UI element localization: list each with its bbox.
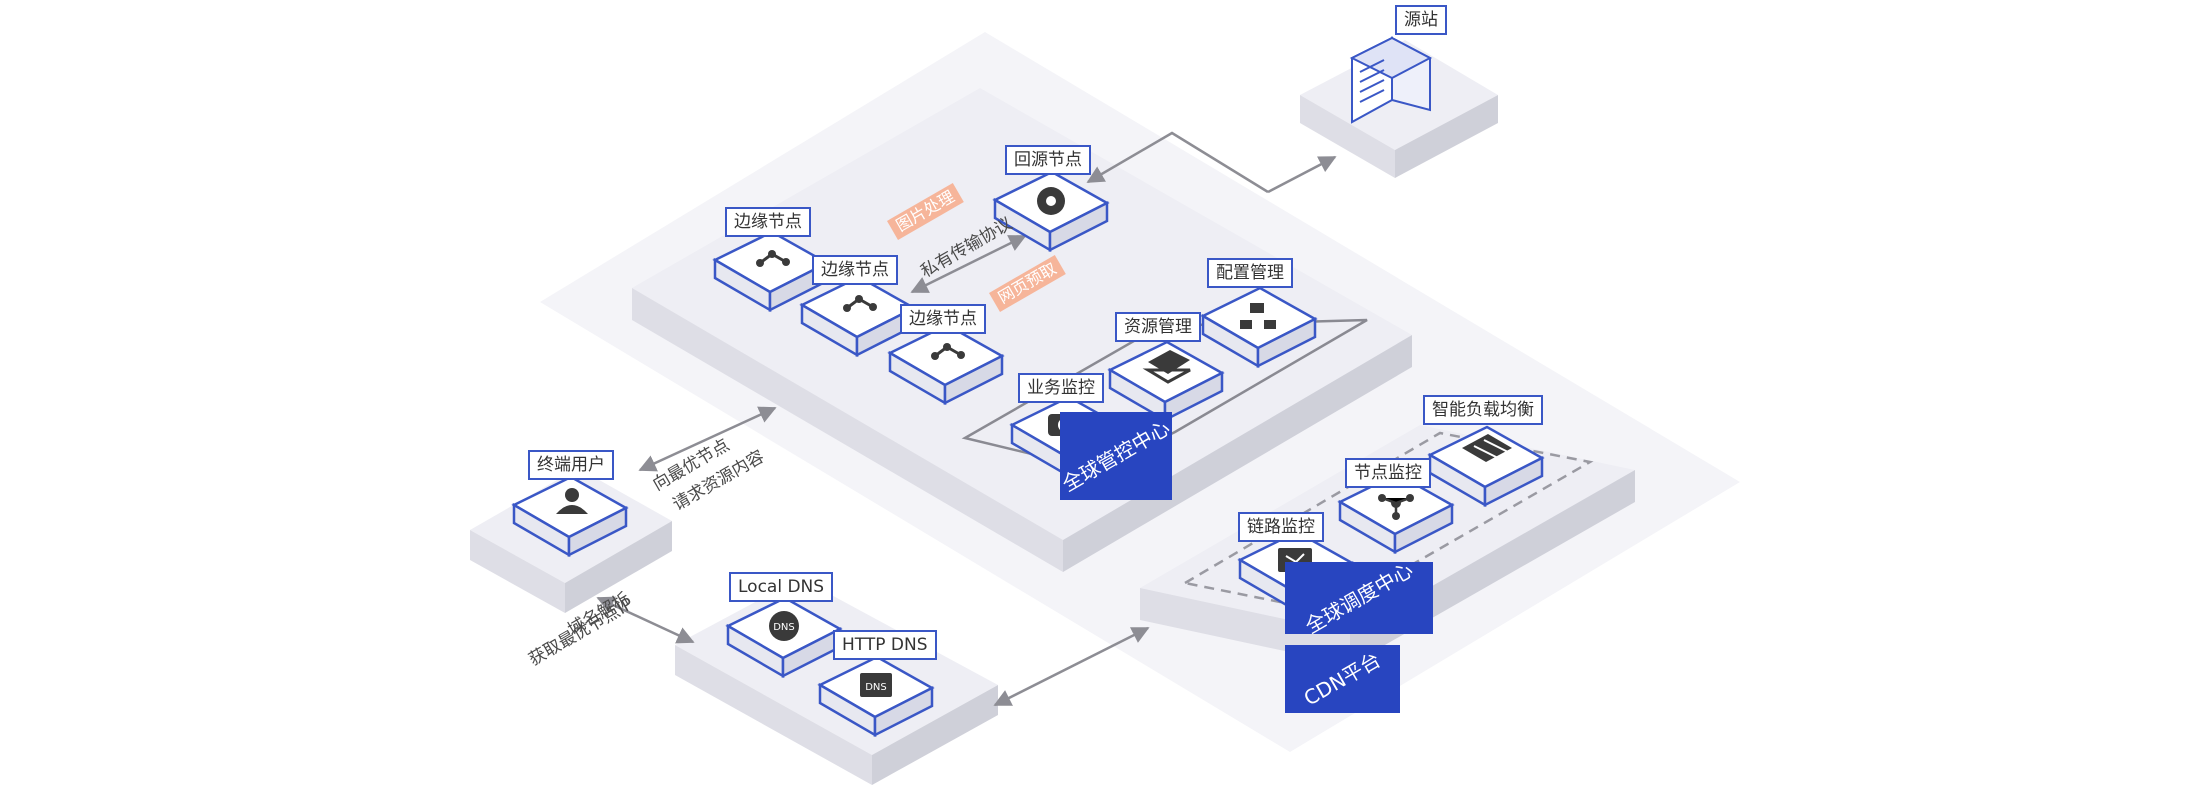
edge-node-label-1: 边缘节点 <box>725 207 811 237</box>
dns-cdn-arrow <box>993 626 1150 707</box>
user-request-arrow <box>638 406 777 472</box>
link-monitor-label: 链路监控 <box>1238 512 1324 542</box>
edge-node-icon-2 <box>799 275 917 358</box>
dns-glyph-2: DNS <box>865 682 887 693</box>
user-dns-arrow <box>596 596 695 644</box>
global-control-center-label: 全球管控中心 <box>1058 415 1174 497</box>
connectors <box>596 131 1337 707</box>
business-monitor-label: 业务监控 <box>1018 373 1104 403</box>
resource-icon <box>1107 340 1225 423</box>
resource-mgmt-label: 资源管理 <box>1115 312 1201 342</box>
cdn-platform-band: CDN平台 <box>1285 645 1400 713</box>
global-dispatch-center-label: 全球调度中心 <box>1301 557 1417 639</box>
load-balancer-icon <box>1427 425 1545 508</box>
http-dns-label: HTTP DNS <box>833 630 937 660</box>
edge-node-label-2: 边缘节点 <box>812 255 898 285</box>
config-mgmt-label: 配置管理 <box>1207 258 1293 288</box>
edge-node-label-3: 边缘节点 <box>900 304 986 334</box>
local-dns-label: Local DNS <box>729 572 834 602</box>
private-protocol-arrow <box>910 234 1027 294</box>
config-icon <box>1200 286 1318 369</box>
origin-server-label: 源站 <box>1395 5 1447 35</box>
cloud-node-icon <box>992 170 1110 253</box>
cdn-platform-label: CDN平台 <box>1299 647 1386 711</box>
node-monitor-label: 节点监控 <box>1345 458 1431 488</box>
edge-node-icon-3 <box>887 323 1005 406</box>
user-icon <box>511 475 629 558</box>
global-dispatch-center-band: 全球调度中心 <box>1285 558 1433 638</box>
origin-link-2 <box>1086 131 1269 194</box>
server-icon <box>1349 36 1433 124</box>
global-control-center-band: 全球管控中心 <box>1058 412 1174 500</box>
node-monitor-icon <box>1337 472 1455 555</box>
end-user-label: 终端用户 <box>528 450 614 480</box>
origin-link <box>1267 155 1337 194</box>
http-dns-icon: DNS <box>817 655 935 738</box>
dns-glyph: DNS <box>773 622 795 633</box>
back-to-origin-node-label: 回源节点 <box>1005 145 1091 175</box>
smart-lb-label: 智能负载均衡 <box>1423 395 1543 425</box>
main-platform <box>632 88 1412 572</box>
